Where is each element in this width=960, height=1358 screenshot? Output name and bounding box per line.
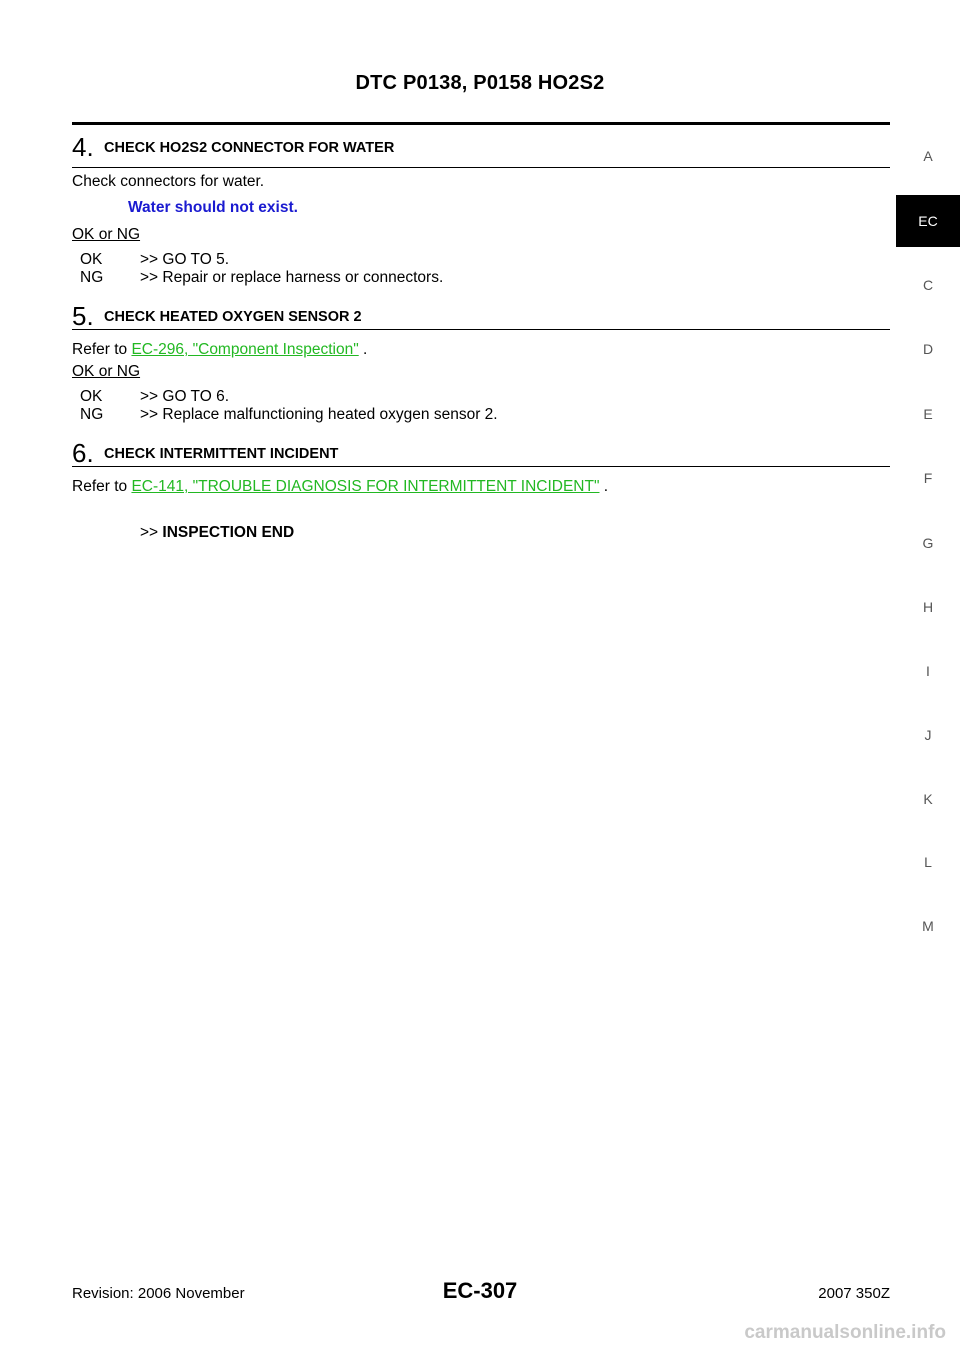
refer-suffix: . [599,478,609,495]
step-title: CHECK INTERMITTENT INCIDENT [104,446,339,462]
page-title: DTC P0138, P0158 HO2S2 [355,72,605,94]
rule-thin [72,167,890,168]
refer-link[interactable]: EC-141, "TROUBLE DIAGNOSIS FOR INTERMITT… [131,478,600,495]
rule-thick [72,122,890,125]
step-6-header: 6. CHECK INTERMITTENT INCIDENT [72,438,890,474]
rule-thin [72,329,890,330]
rule-thin [72,466,890,467]
side-tab-e[interactable]: E [923,406,933,422]
result-key: NG [80,406,104,423]
side-tab-l[interactable]: L [924,854,932,870]
end-text: INSPECTION END [162,524,295,541]
refer-prefix: Refer to [72,478,132,495]
step-5-refer: Refer to EC-296, "Component Inspection" … [72,340,367,360]
result-key: NG [80,269,104,286]
step-title: CHECK HEATED OXYGEN SENSOR 2 [104,309,362,325]
result-text: >> GO TO 5. [140,251,230,268]
result-key: OK [80,251,103,268]
footer-revision: Revision: 2006 November [72,1285,245,1302]
refer-suffix: . [358,341,368,358]
result-text: >> Repair or replace harness or connecto… [140,269,444,286]
side-tab-ec[interactable]: EC [896,195,960,247]
watermark: carmanualsonline.info [744,1322,946,1343]
step-4-okng: OK or NG [72,226,141,243]
inspection-end: >> INSPECTION END [140,524,294,542]
side-tab-g[interactable]: G [922,535,934,551]
refer-prefix: Refer to [72,341,132,358]
result-row-ng: NG >> Replace malfunctioning heated oxyge… [80,405,498,425]
result-row-ok: OK >> GO TO 6. [80,387,229,407]
result-row-ng: NG >> Repair or replace harness or connec… [80,268,443,288]
side-tab-a[interactable]: A [923,148,933,164]
side-tab-j[interactable]: J [924,727,932,743]
step-4-header: 4. CHECK HO2S2 CONNECTOR FOR WATER [72,122,890,168]
side-tab-c[interactable]: C [922,277,934,293]
step-4-body: Check connectors for water. [72,173,265,190]
step-4-note: Water should not exist. [128,199,298,216]
result-text: >> GO TO 6. [140,388,230,405]
result-row-ok: OK >> GO TO 5. [80,250,229,270]
step-5-header: 5. CHECK HEATED OXYGEN SENSOR 2 [72,301,890,337]
step-6-refer: Refer to EC-141, "TROUBLE DIAGNOSIS FOR … [72,477,608,497]
side-tab-f[interactable]: F [923,470,933,486]
step-number: 6. [72,438,94,468]
side-tab-k[interactable]: K [923,791,933,807]
side-tab-d[interactable]: D [922,341,934,357]
footer-page-number: EC-307 [442,1278,518,1303]
step-title: CHECK HO2S2 CONNECTOR FOR WATER [104,140,395,156]
step-number: 5. [72,301,94,331]
side-tab-i[interactable]: I [926,663,930,679]
side-tab-m[interactable]: M [922,918,934,934]
side-tab-h[interactable]: H [922,599,934,615]
step-5-okng: OK or NG [72,363,141,380]
end-prefix: >> [140,524,163,541]
result-key: OK [80,388,103,405]
step-number: 4. [72,132,94,162]
result-text: >> Replace malfunctioning heated oxygen … [140,406,498,423]
refer-link[interactable]: EC-296, "Component Inspection" [131,341,359,358]
footer-model: 2007 350Z [818,1285,890,1302]
